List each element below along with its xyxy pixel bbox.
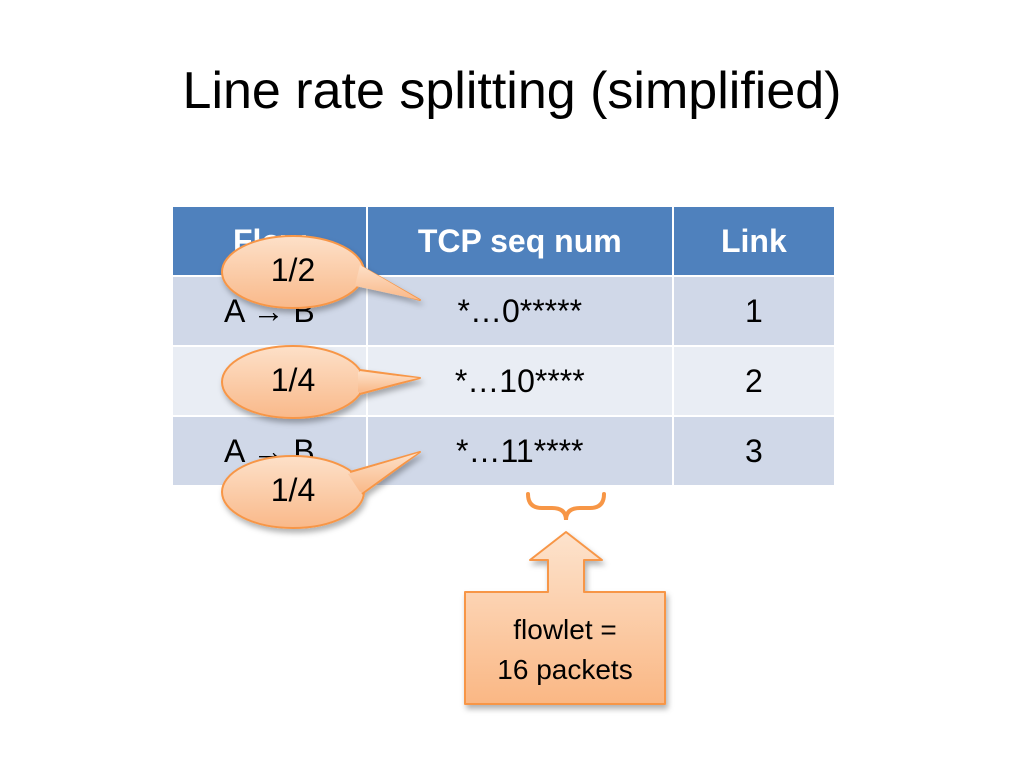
callout-label-2: 1/4	[270, 362, 316, 398]
flowlet-line-1: flowlet =	[513, 614, 617, 645]
cell-link: 2	[671, 345, 837, 417]
table-row: A → B *…11**** 3	[171, 415, 837, 487]
cell-seq: *…0*****	[365, 275, 674, 347]
cell-seq: *…11****	[365, 415, 674, 487]
table-row: A → B *…10**** 2	[171, 345, 837, 417]
flow-table: Flow TCP seq num Link A → B *…0***** 1 A…	[171, 205, 837, 487]
slide-title: Line rate splitting (simplified)	[182, 62, 842, 120]
header-link: Link	[671, 205, 837, 277]
flowlet-line-2: 16 packets	[497, 654, 633, 685]
cell-link: 1	[671, 275, 837, 347]
flowlet-label: flowlet = 16 packets	[465, 610, 665, 690]
callout-label-1: 1/2	[270, 252, 316, 288]
cell-link: 3	[671, 415, 837, 487]
cell-seq: *…10****	[365, 345, 674, 417]
header-seq-num: TCP seq num	[365, 205, 674, 277]
brace-icon	[526, 492, 606, 521]
callout-label-3: 1/4	[270, 472, 316, 508]
